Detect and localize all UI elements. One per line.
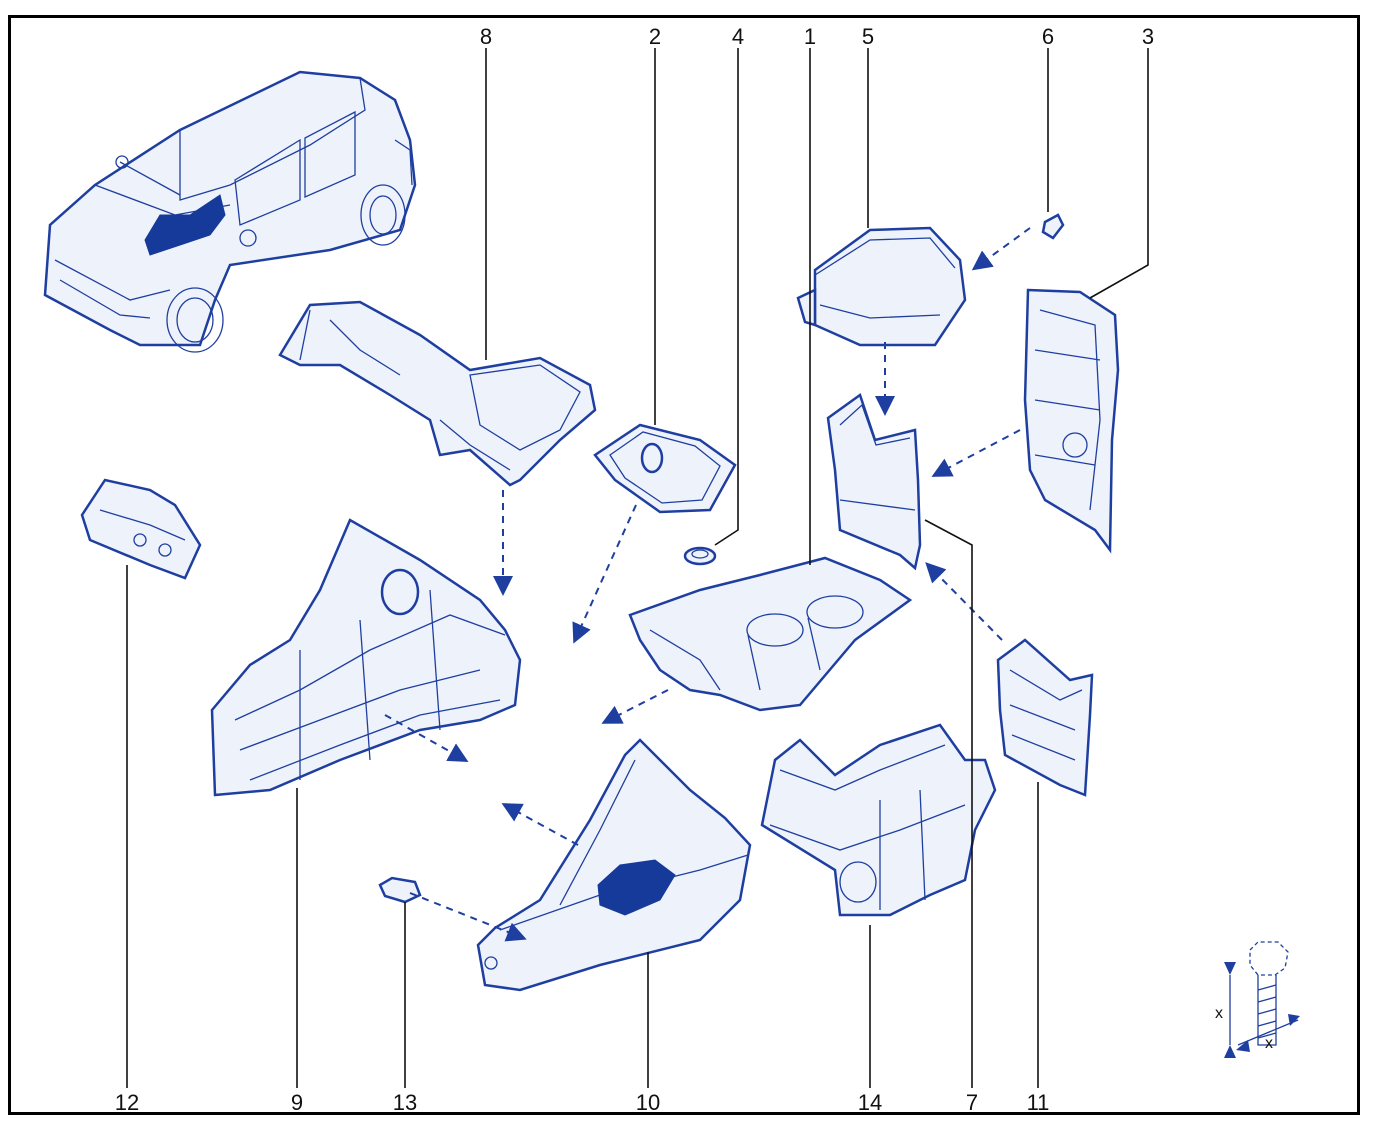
callout-8: 8 xyxy=(480,24,492,49)
part-9-left-side-panel xyxy=(210,518,522,797)
part-2-gear-surround xyxy=(593,423,737,514)
part-12-bracket xyxy=(80,478,202,580)
callout-7: 7 xyxy=(966,1090,978,1115)
part-13-clip xyxy=(378,876,422,904)
callout-6: 6 xyxy=(1042,24,1054,49)
callout-14: 14 xyxy=(858,1090,882,1115)
callout-3: 3 xyxy=(1142,24,1154,49)
callout-5: 5 xyxy=(862,24,874,49)
assembly-arrows xyxy=(384,227,1031,942)
part-1-cupholder-tray xyxy=(628,556,913,712)
callout-11: 11 xyxy=(1027,1090,1050,1115)
part-4-grommet xyxy=(683,546,717,566)
part-10-front-lower-trim xyxy=(476,738,752,992)
callout-4: 4 xyxy=(732,24,744,49)
bolt-label-x-horizontal: x xyxy=(1265,1035,1273,1052)
callout-2: 2 xyxy=(649,24,661,49)
callout-9: 9 xyxy=(291,1090,303,1115)
callout-13: 13 xyxy=(393,1090,417,1115)
part-8-front-trim xyxy=(278,300,597,487)
part-11-rear-vent xyxy=(996,638,1094,797)
vehicle-locator-illustration xyxy=(43,70,417,353)
bolt-symbol-icon: x x xyxy=(1215,941,1300,1058)
part-5-armrest-lid xyxy=(796,226,967,347)
part-3-side-panel xyxy=(1023,288,1120,554)
part-7-rear-bracket xyxy=(826,392,922,571)
callout-10: 10 xyxy=(636,1090,660,1115)
callout-leaders xyxy=(126,48,1149,1088)
callout-numbers: 8 2 4 1 5 6 3 12 9 13 10 14 7 11 xyxy=(115,24,1154,1115)
bolt-label-x-vertical: x xyxy=(1215,1005,1223,1022)
callout-1: 1 xyxy=(804,24,816,49)
part-14-console-frame xyxy=(760,723,997,917)
part-6-clip xyxy=(1041,213,1065,240)
callout-12: 12 xyxy=(115,1090,139,1115)
